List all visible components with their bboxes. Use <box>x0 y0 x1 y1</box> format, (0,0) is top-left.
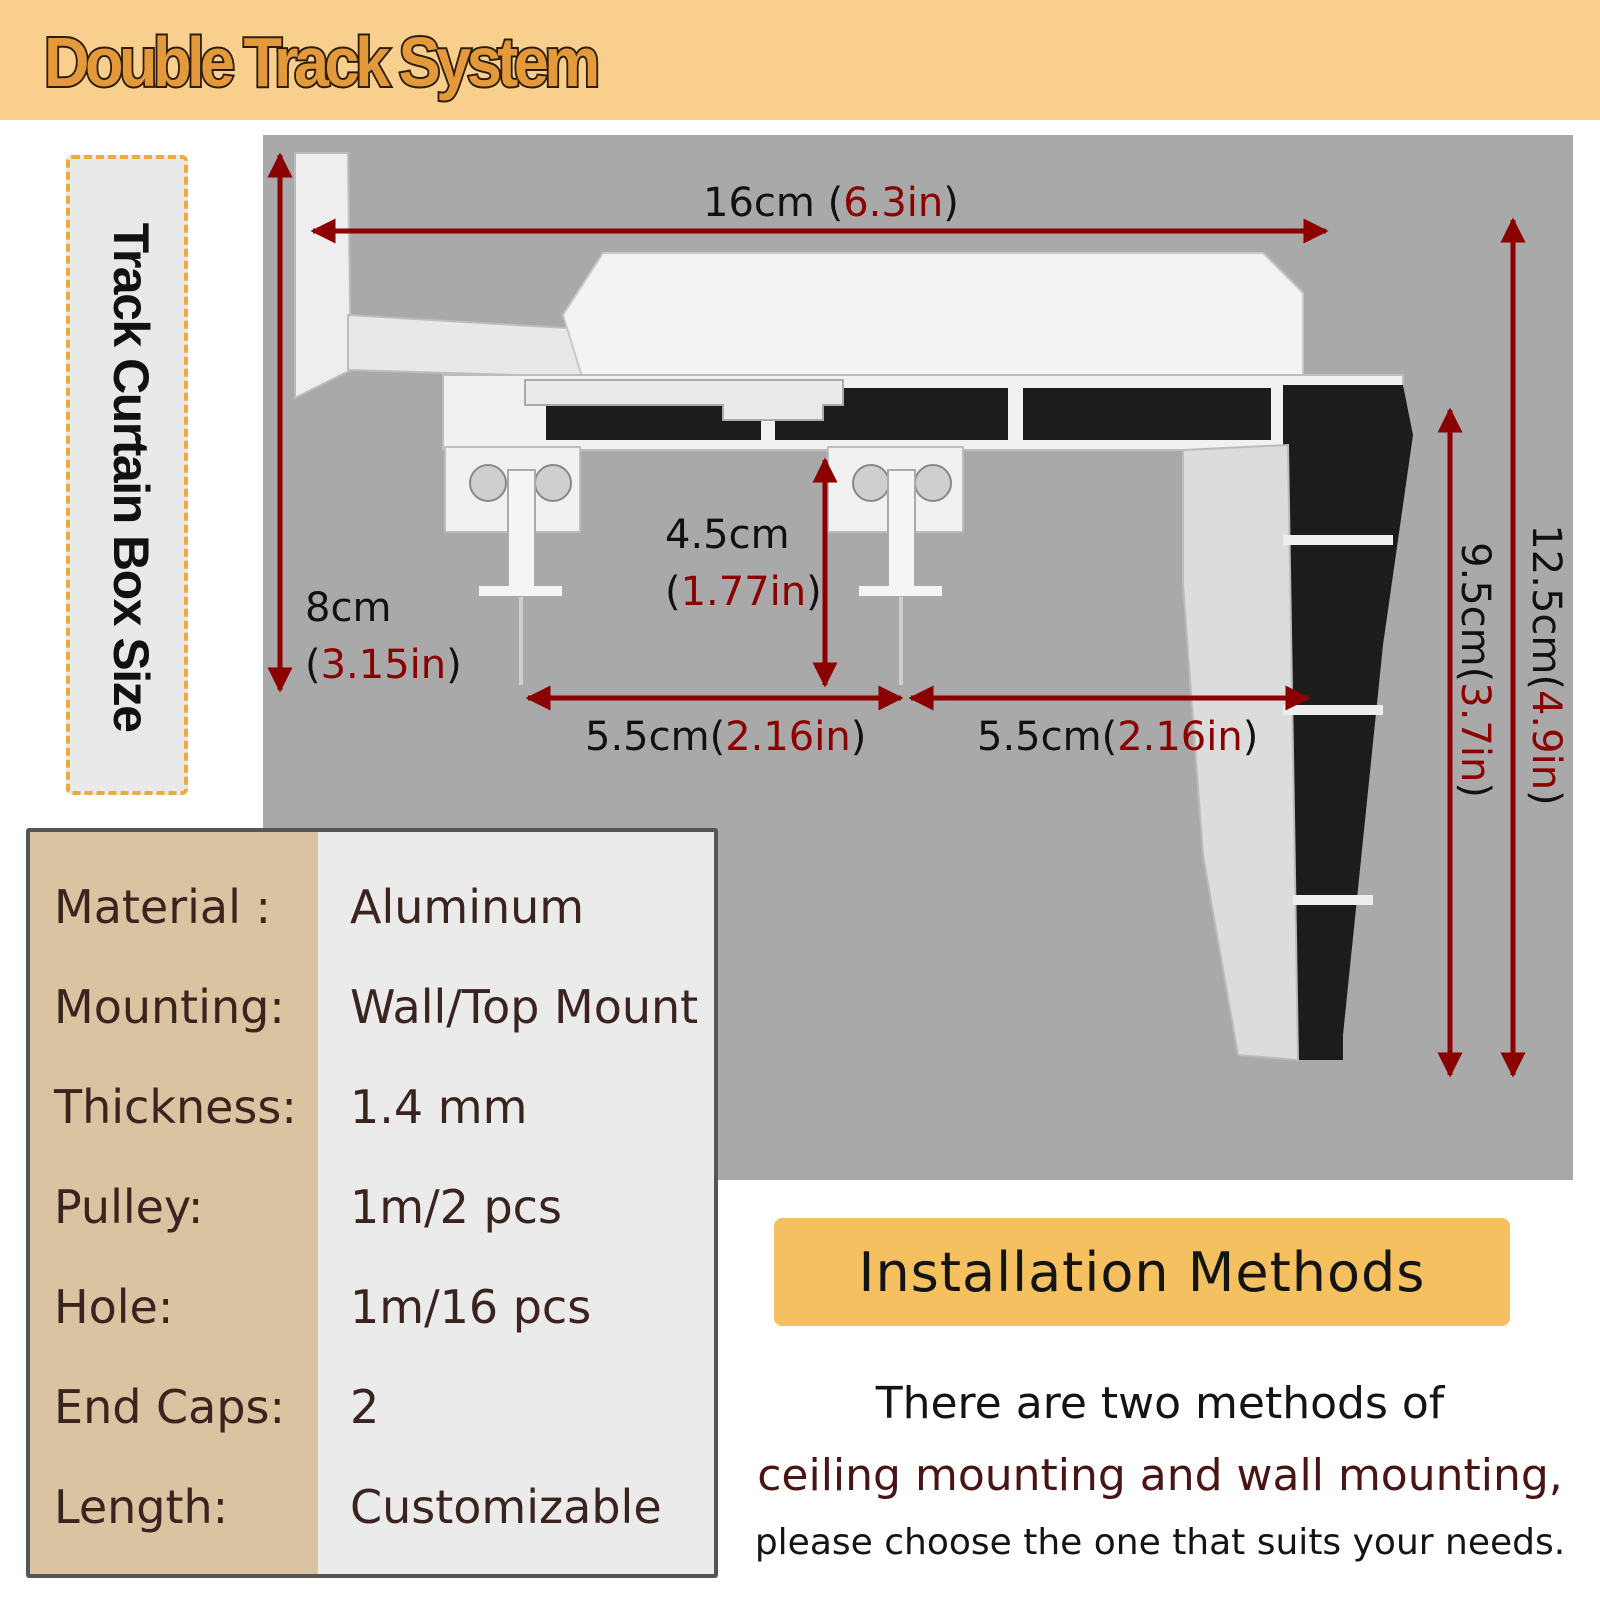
glider-hook-right <box>857 469 944 598</box>
span-left-metric: 5.5cm <box>585 714 710 760</box>
spec-row-pulley: Pulley: 1m/2 pcs <box>30 1157 714 1257</box>
height-left-imperial: 3.15in <box>320 642 447 688</box>
inner-height-imperial: 1.77in <box>680 569 807 615</box>
spec-row-thickness: Thickness: 1.4 mm <box>30 1057 714 1157</box>
spec-row-hole: Hole: 1m/16 pcs <box>30 1257 714 1357</box>
fascia-rib-3 <box>1293 895 1373 905</box>
inner-height-imperial-label: (1.77in) <box>665 569 822 615</box>
installation-title-bar: Installation Methods <box>774 1218 1510 1326</box>
spec-label: Thickness: <box>54 1080 297 1134</box>
spec-label: Material : <box>54 880 271 934</box>
span-left-label: 5.5cm(2.16in) <box>585 714 867 760</box>
inner-height-metric-label: 4.5cm <box>665 515 790 555</box>
track-profile-drawing <box>267 152 1526 1078</box>
front-height-imperial: 3.7in <box>1452 682 1498 783</box>
spec-table: Material : Aluminum Mounting: Wall/Top M… <box>26 828 718 1578</box>
spec-row-end-caps: End Caps: 2 <box>30 1357 714 1457</box>
span-right-metric: 5.5cm <box>977 714 1102 760</box>
total-height-label: 12.5cm(4.9in) <box>1523 524 1569 806</box>
pulley-wheel-3 <box>852 464 890 502</box>
spec-value: Aluminum <box>350 880 585 934</box>
span-left-imperial: 2.16in <box>725 714 851 760</box>
page-title: Double Track System <box>42 21 602 103</box>
pulley-wheel-2 <box>534 464 572 502</box>
glider-hook-left <box>477 469 564 598</box>
front-fascia <box>1182 443 1300 1062</box>
spec-value: 1m/16 pcs <box>350 1280 592 1334</box>
spec-row-material: Material : Aluminum <box>30 857 714 957</box>
height-left-metric: 8cm <box>305 585 392 631</box>
spec-value: 1m/2 pcs <box>350 1180 562 1234</box>
installation-line-3: please choose the one that suits your ne… <box>754 1522 1566 1563</box>
installation-title: Installation Methods <box>858 1240 1426 1304</box>
fascia-rib-2 <box>1283 705 1383 715</box>
spec-row-mounting: Mounting: Wall/Top Mount <box>30 957 714 1057</box>
width-metric: 16cm <box>703 180 815 226</box>
spec-label: Pulley: <box>54 1180 204 1234</box>
spec-row-length: Length: Customizable <box>30 1457 714 1557</box>
wall-bracket <box>294 152 353 400</box>
front-fascia-dark <box>1283 385 1413 1060</box>
span-right-label: 5.5cm(2.16in) <box>977 714 1259 760</box>
spec-label: Length: <box>54 1480 229 1534</box>
installation-line-1: There are two methods of <box>875 1378 1445 1429</box>
width-label: 16cm (6.3in) <box>703 180 959 226</box>
spec-value: Wall/Top Mount <box>350 980 699 1034</box>
pulley-wheel-1 <box>469 464 507 502</box>
header-banner: Double Track System <box>0 0 1600 120</box>
spec-label: Hole: <box>54 1280 174 1334</box>
side-label-box: Track Curtain Box Size <box>66 155 188 795</box>
spec-label-column <box>30 832 318 1574</box>
rail-slot <box>524 379 844 421</box>
spec-value: Customizable <box>350 1480 662 1534</box>
fascia-rib-1 <box>1283 535 1393 545</box>
inner-height-metric: 4.5cm <box>665 512 790 558</box>
pulley-wheel-4 <box>914 464 952 502</box>
width-imperial: 6.3in <box>843 180 944 226</box>
front-height-metric: 9.5cm <box>1452 542 1498 667</box>
spec-label: End Caps: <box>54 1380 286 1434</box>
channel-3 <box>1023 388 1271 440</box>
height-left-metric-label: 8cm <box>305 588 391 628</box>
installation-line-2: ceiling mounting and wall mounting, <box>757 1450 1563 1501</box>
span-right-imperial: 2.16in <box>1117 714 1243 760</box>
total-height-metric: 12.5cm <box>1523 524 1569 675</box>
top-plate <box>561 252 1304 381</box>
height-left-imperial-label: (3.15in) <box>305 642 462 688</box>
spec-value: 1.4 mm <box>350 1080 528 1134</box>
side-label-text: Track Curtain Box Size <box>103 222 159 732</box>
spec-label: Mounting: <box>54 980 285 1034</box>
front-height-label: 9.5cm(3.7in) <box>1452 542 1498 798</box>
total-height-imperial: 4.9in <box>1523 689 1569 791</box>
spec-value: 2 <box>350 1380 380 1434</box>
